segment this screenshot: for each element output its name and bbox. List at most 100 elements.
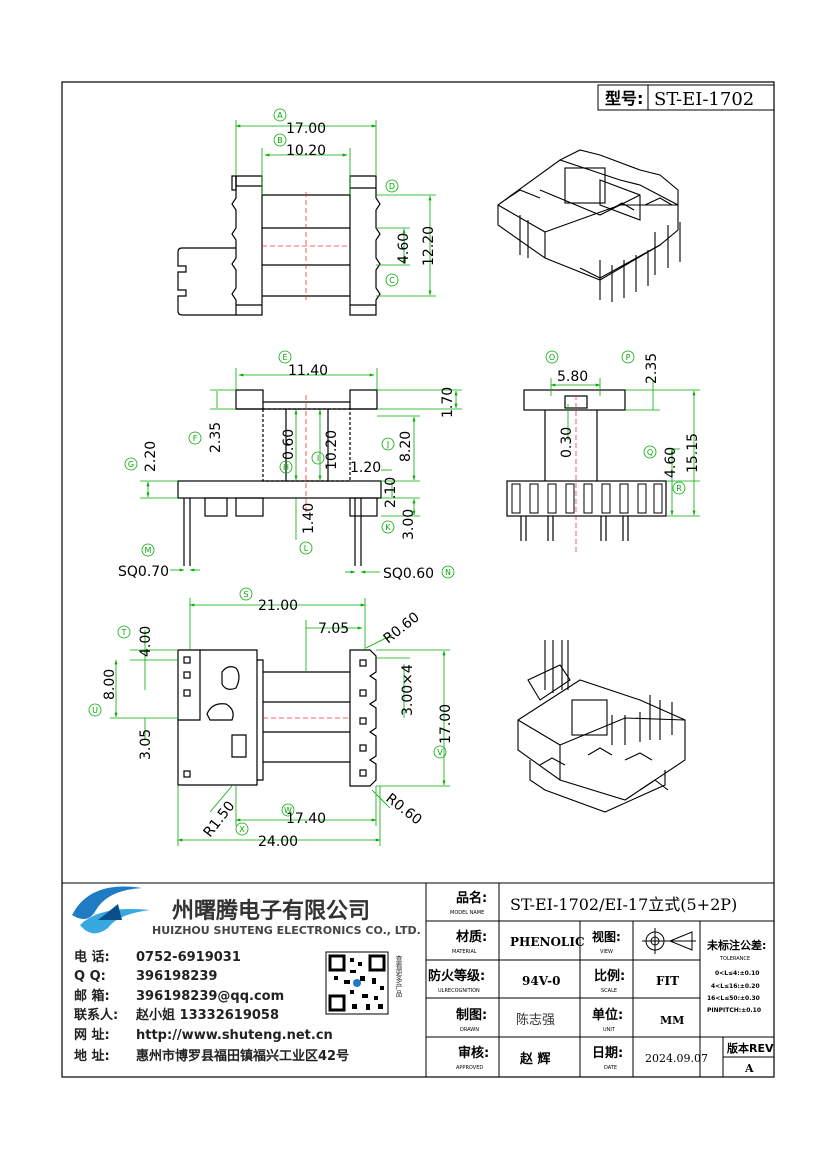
front-view (177, 389, 382, 566)
balloon-h: H (283, 463, 289, 472)
bottom-view-dims (88, 587, 450, 846)
contact-value-3: 赵小姐 13332619058 (135, 1007, 279, 1023)
model-header: 型号: ST-EI-1702 (597, 84, 775, 111)
contact-label-2: 邮 箱: (74, 988, 110, 1004)
balloon-i: I (317, 454, 319, 463)
model-label: 型号: (605, 89, 643, 108)
balloon-a: A (277, 111, 283, 120)
tolerance-line-3: PINPITCH:±0.10 (707, 1007, 761, 1014)
balloon-v: V (437, 748, 443, 757)
balloon-k: K (385, 523, 391, 532)
tolerance-label: 未标注公差: (706, 938, 766, 952)
contact-value-2: 396198239@qq.com (136, 989, 284, 1004)
projection-symbol-icon (642, 928, 696, 954)
dim-front-k: 2.20 (143, 441, 159, 472)
balloon-d: D (389, 182, 395, 191)
dim-top-a: 17.00 (286, 121, 326, 137)
top-view (177, 175, 381, 316)
material-label: 材质: (456, 929, 487, 945)
title-block-labels: 品名: MODEL NAME ST-EI-1702/EI-17立式(5+2P) … (428, 890, 774, 1075)
tolerance-sub: TOLERANCE (719, 956, 750, 962)
balloon-b: B (277, 136, 283, 145)
dim-bottom-l: 24.00 (258, 834, 298, 850)
balloon-g: G (128, 460, 134, 469)
view-label: 视图: (592, 929, 621, 944)
iso-view-top (497, 149, 681, 302)
dim-bottom-k: R0.60 (383, 791, 425, 829)
balloon-o: O (549, 353, 555, 362)
material-value: PHENOLIC (510, 935, 585, 949)
dim-bottom-h: 3.05 (138, 729, 154, 760)
view-sub: VIEW (600, 949, 613, 955)
balloon-q: Q (647, 448, 653, 457)
company-name-cn: 州曙腾电子有限公司 (172, 898, 370, 924)
dim-bottom-e: 8.00 (102, 669, 118, 700)
company-name-en: HUIZHOU SHUTENG ELECTRONICS CO., LTD. (152, 924, 421, 937)
model-value: ST-EI-1702 (654, 89, 754, 110)
dim-front-h: 0.60 (281, 429, 297, 460)
front-view-dims (124, 350, 462, 579)
name-label: 品名: (456, 890, 487, 906)
dim-front-g: 2.35 (208, 422, 224, 453)
balloon-t: T (121, 628, 127, 637)
drawn-value: 陈志强 (516, 1012, 555, 1028)
top-view-centerlines (262, 192, 350, 300)
dim-front-sq1: SQ0.70 (118, 564, 169, 580)
dim-bottom-d: 4.00 (138, 626, 154, 657)
dim-bottom-f: 3.00×4 (400, 664, 416, 716)
dim-bottom-a: 21.00 (258, 598, 298, 614)
dim-bottom-i: R1.50 (201, 798, 239, 840)
material-sub: MATERIAL (452, 949, 477, 955)
dim-bottom-j: 17.40 (286, 811, 326, 827)
side-view-dims (545, 350, 700, 517)
contact-value-0: 0752-6919031 (136, 950, 241, 965)
tolerance-line-1: 4<L≤16:±0.20 (711, 983, 760, 990)
company-logo (72, 886, 150, 934)
dim-top-c: 4.60 (396, 233, 412, 264)
date-label: 日期: (592, 1046, 623, 1061)
drawn-sub: DRAWN (460, 1027, 479, 1033)
dim-side-c: 0.30 (559, 427, 575, 458)
dim-side-a: 5.80 (557, 369, 588, 385)
balloon-c: C (389, 276, 395, 285)
approved-sub: APPROVED (456, 1065, 483, 1071)
name-value: ST-EI-1702/EI-17立式(5+2P) (510, 895, 737, 914)
scale-value: FIT (656, 974, 679, 988)
tolerance-line-2: 16<L≤50:±0.30 (707, 995, 760, 1002)
flame-sub: ULRECOGNITION (438, 988, 480, 994)
balloon-f: F (193, 434, 198, 443)
dim-front-l: 1.20 (350, 460, 381, 476)
dim-front-o: 3.00 (401, 509, 417, 540)
dim-front-n: 1.40 (301, 503, 317, 534)
balloon-l: L (304, 544, 309, 553)
contact-value-4: http://www.shuteng.net.cn (136, 1028, 333, 1043)
title-block (62, 882, 774, 1077)
balloon-x: X (239, 825, 245, 834)
balloon-p: P (626, 353, 631, 362)
approved-label: 审核: (458, 1045, 489, 1061)
iso-view-bottom (517, 640, 686, 813)
contact-label-1: Q Q: (74, 969, 106, 984)
unit-value: MM (660, 1014, 684, 1027)
dim-side-d: 4.60 (663, 447, 679, 478)
scale-label: 比例: (594, 968, 625, 984)
contact-label-5: 地 址: (74, 1048, 110, 1064)
sheet-border (61, 81, 775, 1078)
approved-value: 赵 辉 (519, 1051, 551, 1067)
scale-sub: SCALE (601, 988, 617, 994)
side-view (506, 389, 667, 541)
dim-front-f: 1.70 (440, 387, 456, 418)
contact-label-3: 联系人: (74, 1007, 118, 1023)
date-value: 2024.09.07 (645, 1052, 708, 1065)
dim-bottom-c: R0.60 (381, 609, 423, 647)
name-sub: MODEL NAME (450, 910, 484, 916)
contact-list: 电 话: 0752-6919031 Q Q: 396198239 邮 箱: 39… (74, 949, 349, 1064)
rev-value: A (744, 1062, 754, 1075)
balloon-s: S (243, 590, 248, 599)
contact-value-1: 396198239 (136, 969, 217, 984)
dim-front-j: 8.20 (398, 431, 414, 462)
drawn-label: 制图: (456, 1007, 487, 1023)
balloon-r: R (676, 484, 682, 493)
dim-front-sq2: SQ0.60 (383, 566, 434, 582)
